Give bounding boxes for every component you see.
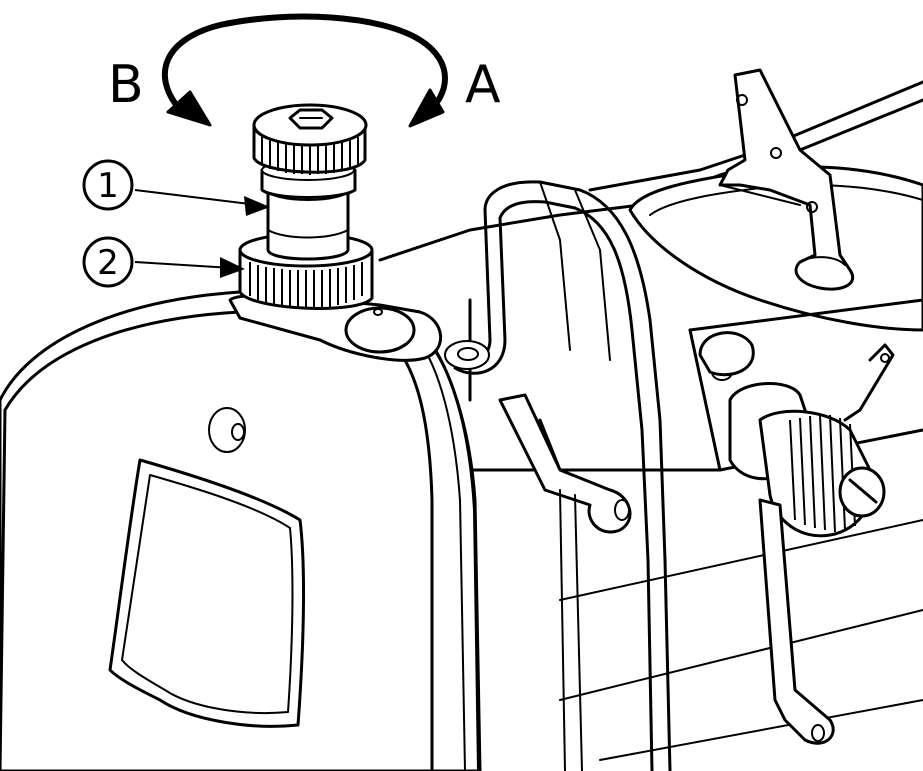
adjustment-shaft: [260, 159, 357, 261]
callout-2-arrow-icon: [220, 257, 245, 278]
rotation-label-b: B: [108, 55, 144, 115]
callout-2: 2: [82, 236, 245, 288]
right-tension-knob: [698, 331, 895, 745]
callout-1: 1: [82, 159, 270, 216]
thread-lever: [498, 393, 632, 771]
callout-1-arrow-icon: [244, 196, 270, 216]
rotation-arrow-icon: [161, 13, 448, 128]
wire-guard: [444, 180, 672, 771]
callout-2-number: 2: [97, 243, 119, 283]
rotation-label-a: A: [465, 55, 501, 115]
mount-plate: [228, 294, 443, 362]
callout-2-circle: [82, 236, 134, 288]
face-plate: [0, 289, 482, 771]
upper-bracket-plate: [718, 68, 854, 291]
top-knurled-cap: [252, 103, 368, 175]
callout-1-number: 1: [97, 166, 119, 206]
callout-1-circle: [82, 159, 134, 211]
